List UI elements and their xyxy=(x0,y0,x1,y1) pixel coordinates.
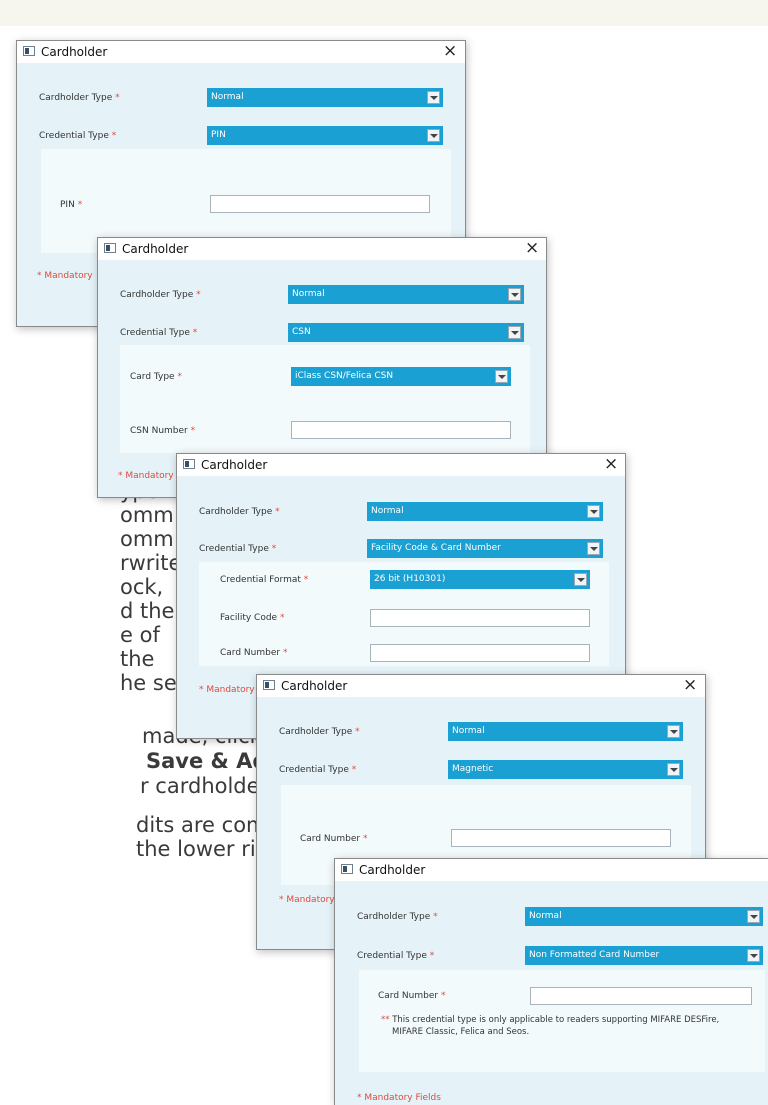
chevron-down-icon[interactable] xyxy=(587,505,600,518)
chevron-down-icon[interactable] xyxy=(667,763,680,776)
credential-type-select[interactable]: PIN xyxy=(207,126,443,145)
credential-format-label: Credential Format * xyxy=(220,575,309,585)
close-icon[interactable]: × xyxy=(604,454,619,474)
credential-type-label: Credential Type * xyxy=(39,131,117,141)
cardholder-type-label: Cardholder Type * xyxy=(120,290,201,300)
dialog-title: Cardholder xyxy=(41,45,108,59)
close-icon[interactable]: × xyxy=(683,675,698,695)
card-number-label: Card Number * xyxy=(220,648,288,658)
cardholder-dialog-facility: Cardholder × Cardholder Type * Normal Cr… xyxy=(176,453,626,739)
app-icon xyxy=(341,864,353,874)
chevron-down-icon[interactable] xyxy=(574,573,587,586)
chevron-down-icon[interactable] xyxy=(747,910,760,923)
app-icon xyxy=(23,46,35,56)
chevron-down-icon[interactable] xyxy=(667,725,680,738)
title-bar: Cardholder × xyxy=(98,238,546,260)
cardholder-type-select[interactable]: Normal xyxy=(207,88,443,107)
chevron-down-icon[interactable] xyxy=(427,91,440,104)
dialog-title: Cardholder xyxy=(122,242,189,256)
title-bar: Cardholder × xyxy=(17,41,465,63)
chevron-down-icon[interactable] xyxy=(427,129,440,142)
csn-number-label: CSN Number * xyxy=(130,426,196,436)
mandatory-note: * Mandatory xyxy=(118,471,174,481)
credential-type-select[interactable]: CSN xyxy=(288,323,524,342)
credential-type-label: Credential Type * xyxy=(357,951,435,961)
doc-line: ock, xyxy=(120,575,164,599)
chevron-down-icon[interactable] xyxy=(508,326,521,339)
close-icon[interactable]: × xyxy=(443,41,458,61)
chevron-down-icon[interactable] xyxy=(747,949,760,962)
credential-type-select[interactable]: Non Formatted Card Number xyxy=(525,946,763,965)
cardholder-dialog-csn: Cardholder × Cardholder Type * Normal Cr… xyxy=(97,237,547,498)
cardholder-type-select[interactable]: Normal xyxy=(288,285,524,304)
cardholder-type-select[interactable]: Normal xyxy=(367,502,603,521)
facility-code-input[interactable] xyxy=(370,609,590,627)
cardholder-type-label: Cardholder Type * xyxy=(357,912,438,922)
mandatory-note: * Mandatory xyxy=(279,895,335,905)
doc-line: omm xyxy=(120,503,174,527)
credential-type-select[interactable]: Magnetic xyxy=(448,760,683,779)
mandatory-note: * Mandatory Fields xyxy=(357,1093,441,1103)
credential-type-label: Credential Type * xyxy=(279,765,357,775)
card-type-select[interactable]: iClass CSN/Felica CSN xyxy=(291,367,511,386)
app-icon xyxy=(183,459,195,469)
pin-input[interactable] xyxy=(210,195,430,213)
app-icon xyxy=(263,680,275,690)
card-number-label: Card Number * xyxy=(300,834,368,844)
title-bar: Cardholder × xyxy=(177,454,625,476)
card-number-input[interactable] xyxy=(530,987,752,1005)
dialog-title: Cardholder xyxy=(281,679,348,693)
cardholder-type-select[interactable]: Normal xyxy=(448,722,683,741)
chevron-down-icon[interactable] xyxy=(587,542,600,555)
doc-line: the xyxy=(120,647,155,671)
dialog-title: Cardholder xyxy=(201,458,268,472)
chevron-down-icon[interactable] xyxy=(495,370,508,383)
credential-note: ** This credential type is only applicab… xyxy=(381,1015,720,1037)
card-number-label: Card Number * xyxy=(378,991,446,1001)
facility-code-label: Facility Code * xyxy=(220,613,285,623)
doc-line: e of xyxy=(120,623,160,647)
cardholder-dialog-nonformatted: Cardholder Cardholder Type * Normal Cred… xyxy=(334,858,768,1105)
app-icon xyxy=(104,243,116,253)
credential-type-select[interactable]: Facility Code & Card Number xyxy=(367,539,603,558)
cardholder-type-select[interactable]: Normal xyxy=(525,907,763,926)
mandatory-note: * Mandatory xyxy=(37,271,93,281)
close-icon[interactable]: × xyxy=(525,238,540,258)
card-type-label: Card Type * xyxy=(130,372,182,382)
card-number-input[interactable] xyxy=(370,644,590,662)
dialog-title: Cardholder xyxy=(359,863,426,877)
credential-format-select[interactable]: 26 bit (H10301) xyxy=(370,570,590,589)
credential-type-label: Credential Type * xyxy=(199,544,277,554)
doc-line: d the xyxy=(120,599,175,623)
card-number-input[interactable] xyxy=(451,829,671,847)
csn-number-input[interactable] xyxy=(291,421,511,439)
mandatory-note: * Mandatory xyxy=(199,685,255,695)
title-bar: Cardholder × xyxy=(257,675,705,697)
cardholder-type-label: Cardholder Type * xyxy=(199,507,280,517)
cardholder-type-label: Cardholder Type * xyxy=(279,727,360,737)
title-bar: Cardholder xyxy=(335,859,768,881)
cardholder-type-label: Cardholder Type * xyxy=(39,93,120,103)
chevron-down-icon[interactable] xyxy=(508,288,521,301)
pin-label: PIN * xyxy=(60,200,83,210)
doc-line: r cardholder. xyxy=(140,774,273,798)
credential-type-label: Credential Type * xyxy=(120,328,198,338)
doc-line: omm xyxy=(120,527,174,551)
page-top-band xyxy=(0,0,768,26)
